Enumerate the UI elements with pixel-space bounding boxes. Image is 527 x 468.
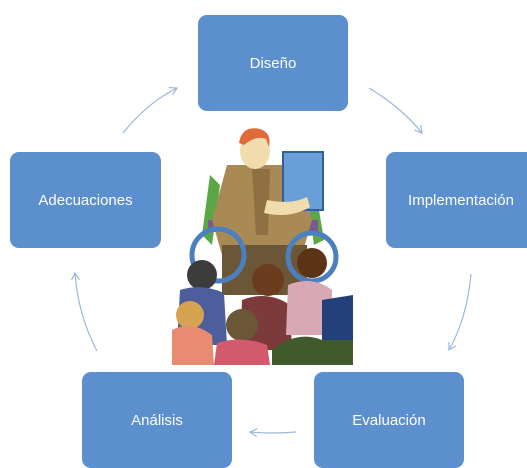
arrow-implementacion-to-evaluacion <box>448 273 472 352</box>
arrow-analisis-to-adecuaciones <box>70 271 98 352</box>
cycle-node-adecuaciones: Adecuaciones <box>10 152 161 248</box>
cycle-node-label: Análisis <box>131 411 183 429</box>
arrow-evaluacion-to-analisis <box>248 428 297 438</box>
cycle-node-diseno: Diseño <box>198 15 348 111</box>
arrow-diseno-to-implementacion <box>368 87 423 134</box>
cycle-node-label: Adecuaciones <box>38 191 133 209</box>
cycle-node-evaluacion: Evaluación <box>314 372 464 468</box>
cycle-node-label: Implementación <box>408 191 514 209</box>
cycle-node-implementacion: Implementación <box>386 152 527 248</box>
cycle-node-label: Evaluación <box>352 411 426 429</box>
cycle-node-analisis: Análisis <box>82 372 232 468</box>
cycle-node-label: Diseño <box>249 54 297 72</box>
teacher-reading-illustration <box>172 128 353 365</box>
arrow-adecuaciones-to-diseno <box>122 86 179 134</box>
